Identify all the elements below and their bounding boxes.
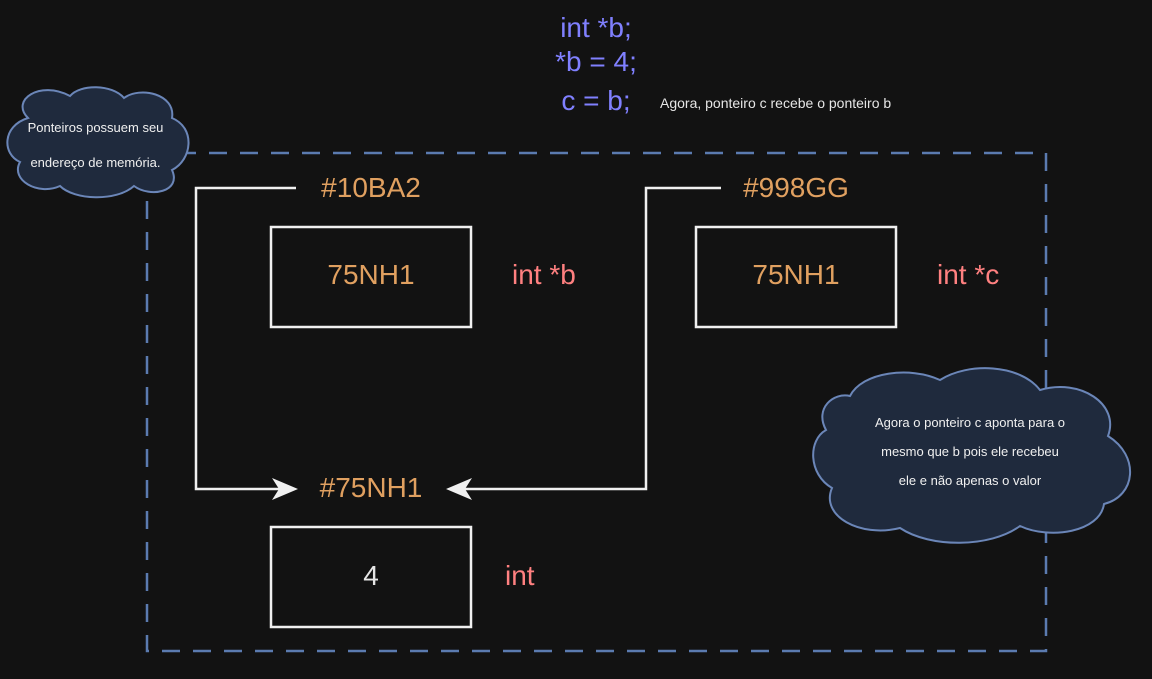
cloud-left-line-1: Ponteiros possuem seu	[27, 120, 164, 135]
box-int	[269, 525, 473, 629]
target-type: int	[505, 560, 535, 591]
note-top: Agora, ponteiro c recebe o ponteiro b	[660, 95, 892, 111]
cloud-left-text: Ponteiros possuem seu endereço de memóri…	[8, 110, 183, 180]
connector-b-to-target	[194, 186, 296, 491]
code-line-1: int *b;	[560, 12, 632, 43]
ptr-c-address: #998GG	[743, 172, 849, 203]
arrowhead-right-icon	[272, 478, 298, 500]
ptr-b-type: int *b	[512, 259, 576, 290]
connector-c-to-target	[464, 186, 721, 491]
cloud-right-line-1: Agora o ponteiro c aponta para o	[874, 415, 1066, 430]
box-ptr-c	[694, 225, 898, 329]
ptr-c-type: int *c	[937, 259, 1000, 290]
ptr-c-value: 75NH1	[752, 259, 840, 290]
target-value: 4	[363, 560, 379, 591]
target-address: #75NH1	[319, 472, 423, 503]
code-line-2: *b = 4;	[555, 46, 637, 77]
cloud-right-text: Agora o ponteiro c aponta para o mesmo q…	[830, 408, 1110, 495]
ptr-b-address: #10BA2	[321, 172, 421, 203]
cloud-right-line-2: mesmo que b pois ele recebeu	[881, 444, 1059, 459]
cloud-left-line-2: endereço de memória.	[30, 155, 161, 170]
ptr-b-value: 75NH1	[327, 259, 415, 290]
cloud-right-shape	[812, 367, 1132, 544]
box-ptr-b	[269, 225, 473, 329]
arrowhead-left-icon	[446, 478, 472, 500]
code-line-3: c = b;	[561, 85, 631, 116]
cloud-right-line-3: ele e não apenas o valor	[898, 473, 1042, 488]
cloud-left-shape	[6, 86, 190, 199]
